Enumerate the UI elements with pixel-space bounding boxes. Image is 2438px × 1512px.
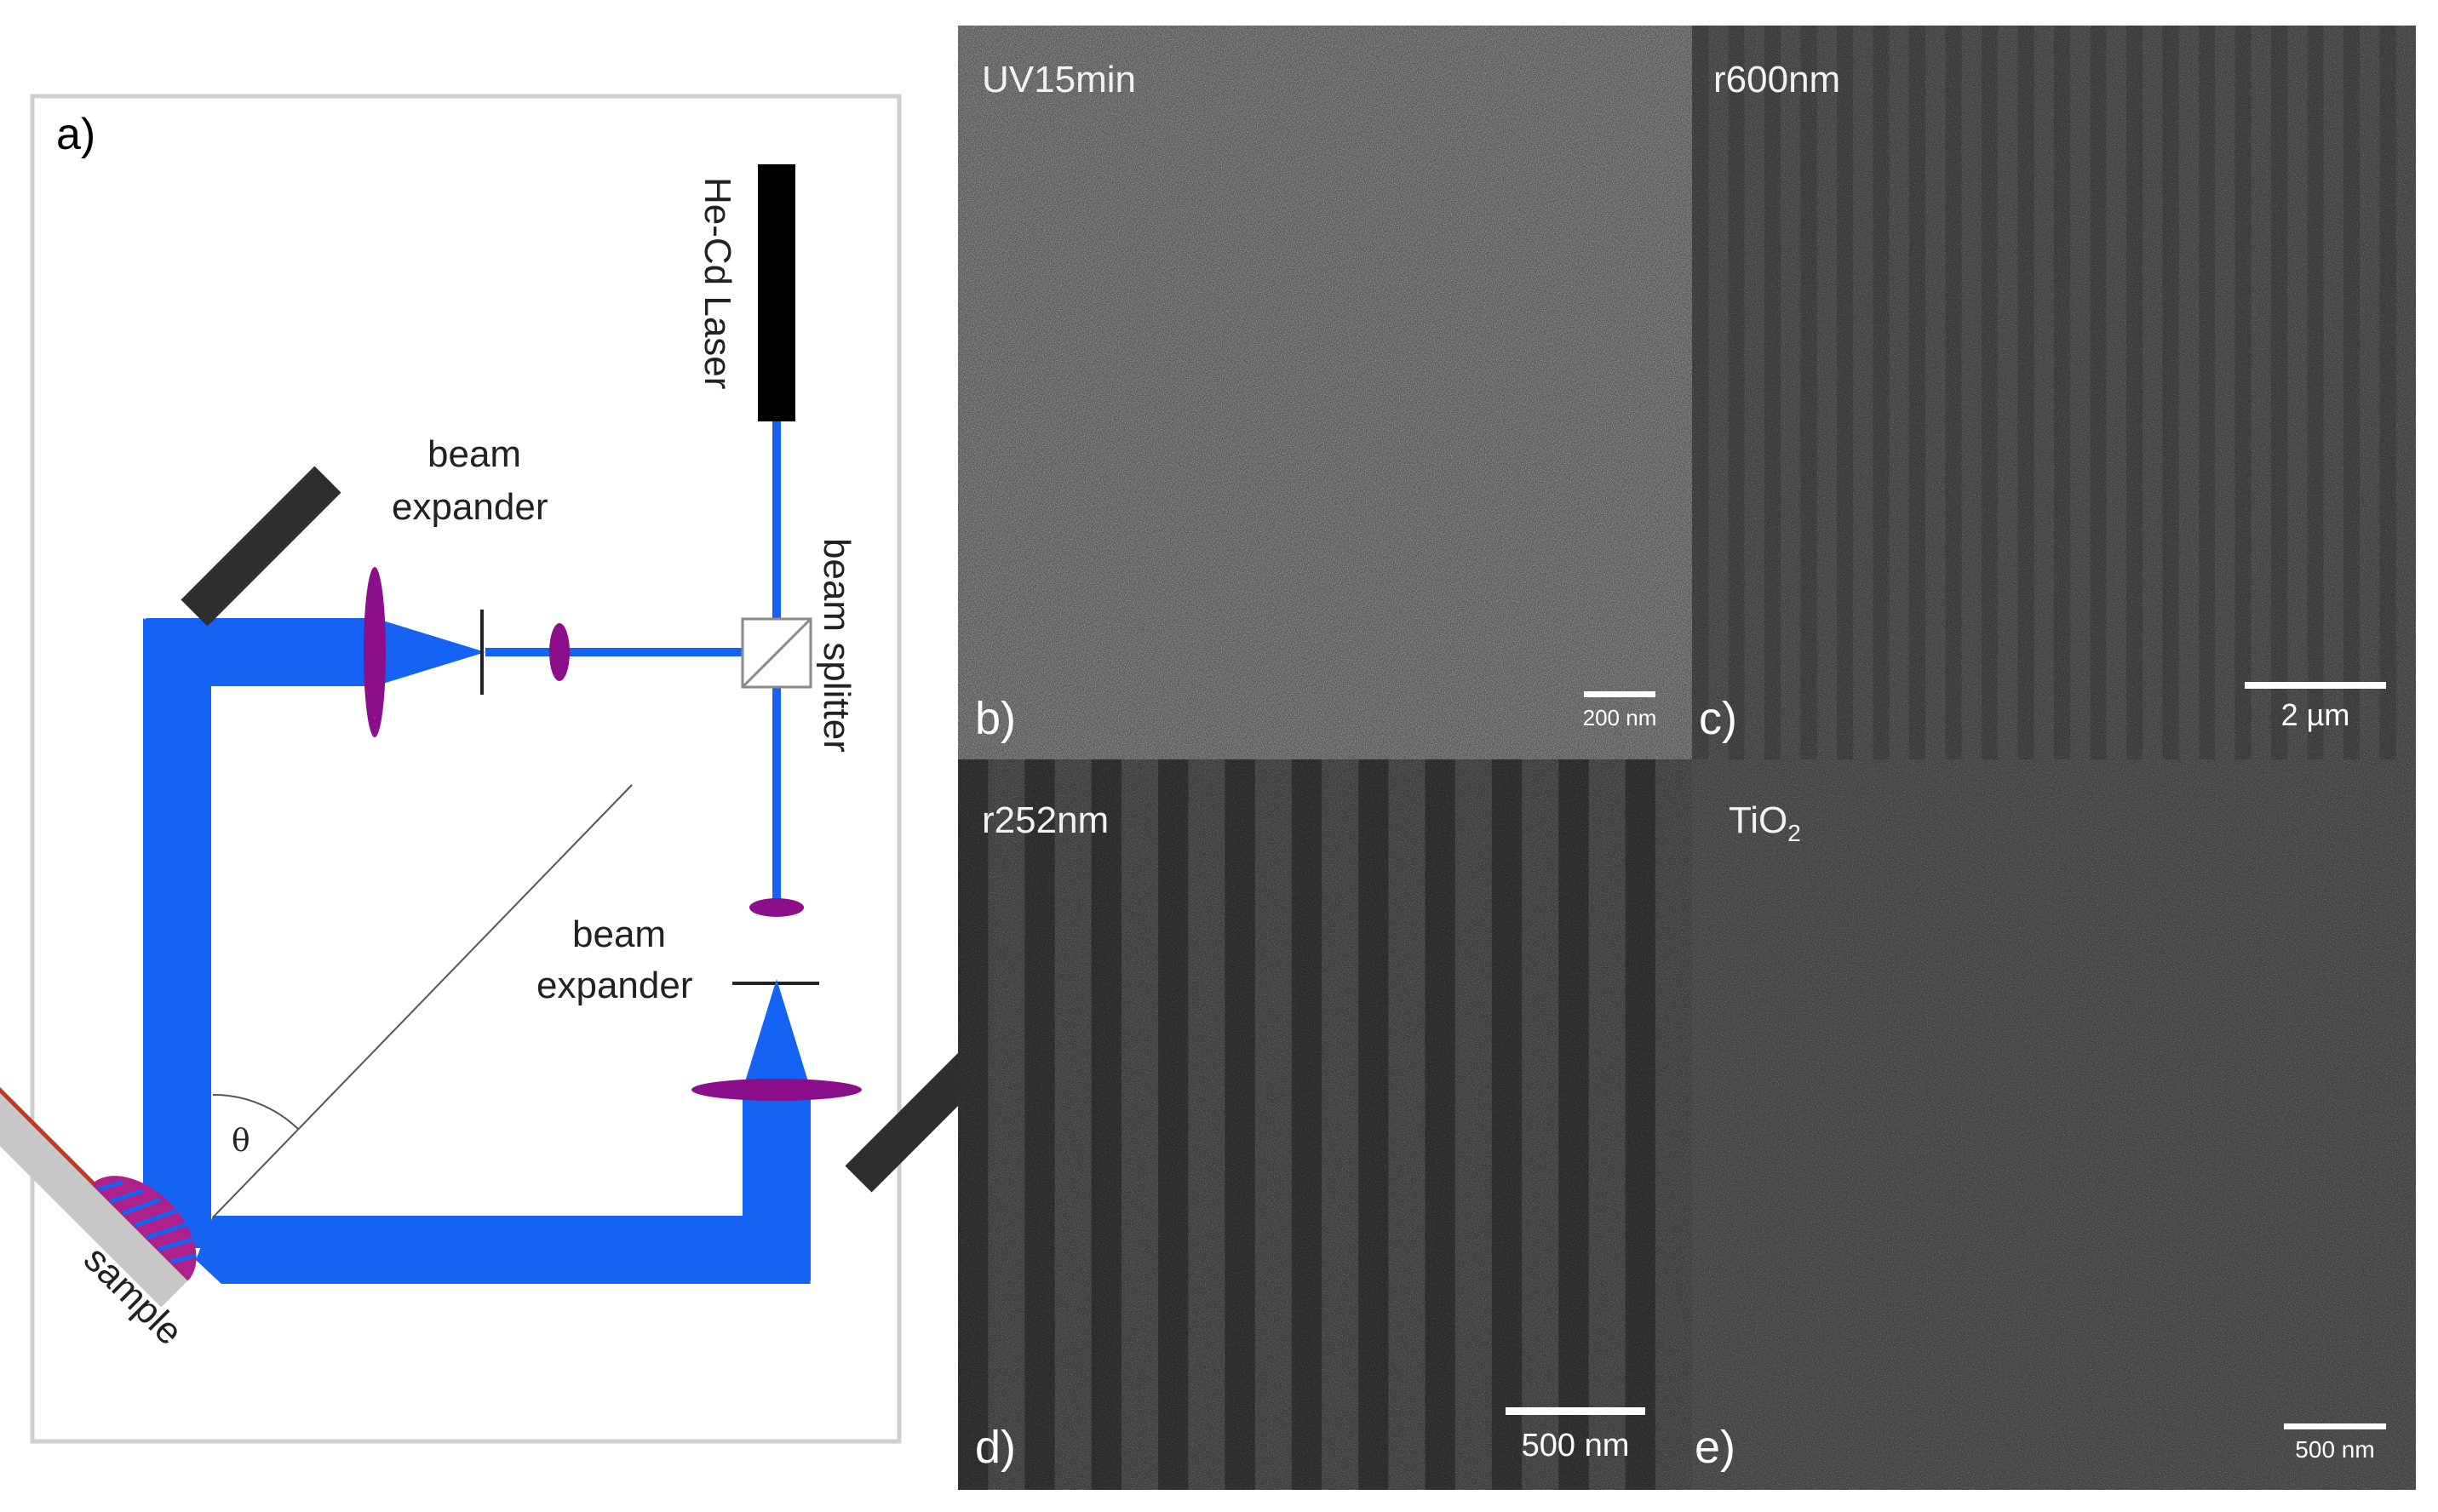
sem-panel-label-c: c) <box>1699 693 1737 744</box>
sample <box>0 1085 197 1308</box>
angle-arc <box>212 1093 299 1130</box>
panel-a-label: a) <box>56 110 95 159</box>
sem-panel-c: r600nm c) 2 µm <box>1692 26 2416 759</box>
grating-stripe <box>1024 759 1055 1490</box>
sem-stripes-c <box>1692 26 2396 759</box>
lens-small-top <box>549 623 570 681</box>
grating-stripe <box>1837 26 1854 759</box>
scale-bar-e <box>2284 1423 2386 1429</box>
grating-stripe <box>2307 26 2324 759</box>
panel-a-schematic: a) He-Cd Laser beam splitter beam expand… <box>0 94 1013 1444</box>
beam-expander-right-label-1: beam <box>572 914 666 955</box>
beam-expander-top-label-2: expander <box>392 486 548 528</box>
grating-stripe <box>2271 26 2288 759</box>
sem-title-d: r252nm <box>982 799 1109 841</box>
grating-stripe <box>1625 759 1655 1490</box>
grating-stripe <box>958 759 989 1490</box>
grating-stripe <box>1291 759 1322 1490</box>
grating-stripe <box>1358 759 1389 1490</box>
sem-stripes-d <box>958 759 1655 1490</box>
grating-stripe <box>2017 26 2034 759</box>
sem-panel-label-b: b) <box>975 693 1016 744</box>
beam-expander-top-label-1: beam <box>427 433 521 475</box>
scale-bar-c <box>2245 682 2386 689</box>
grating-stripe <box>1800 26 1817 759</box>
sem-panel-e: TiO2 e) 500 nm <box>1692 759 2416 1490</box>
grating-stripe <box>1728 26 1745 759</box>
sem-grid: UV15min b) 200 nm r600nm c) 2 µm r252nm … <box>958 26 2416 1490</box>
grating-stripe <box>2343 26 2361 759</box>
grating-stripe <box>2379 26 2396 759</box>
grating-stripe <box>1225 759 1255 1490</box>
angle-label: θ <box>232 1124 250 1159</box>
beam-splitter <box>741 617 812 689</box>
grating-stripe <box>1091 759 1121 1490</box>
expanding-beam-top <box>375 618 485 686</box>
beam-splitter-label: beam splitter <box>816 538 858 753</box>
scale-label-d: 500 nm <box>1522 1428 1630 1463</box>
sem-panel-label-d: d) <box>975 1422 1016 1473</box>
grating-stripe <box>1982 26 1999 759</box>
scale-bar-d <box>1506 1407 1645 1415</box>
sem-panel-label-e: e) <box>1695 1422 1735 1473</box>
scale-label-b: 200 nm <box>1583 705 1657 730</box>
grating-stripe <box>2234 26 2252 759</box>
grating-stripe <box>1558 759 1589 1490</box>
sem-noise-c <box>1692 26 2416 759</box>
grating-stripe <box>2054 26 2071 759</box>
sem-panel-d: r252nm d) 500 nm <box>958 759 1692 1490</box>
laser-body <box>758 164 795 421</box>
mirror-left <box>181 466 341 627</box>
grating-stripe <box>1873 26 1890 759</box>
sem-noise-e <box>1692 759 2416 1490</box>
wide-beam-bottom <box>196 1216 811 1284</box>
grating-stripe <box>1491 759 1523 1490</box>
grating-stripe <box>2199 26 2216 759</box>
grating-stripe <box>1158 759 1189 1490</box>
wide-beam-left <box>143 618 211 1248</box>
grating-stripe <box>2126 26 2143 759</box>
laser-label: He-Cd Laser <box>697 177 738 389</box>
grating-stripe <box>2162 26 2179 759</box>
sem-title-e: TiO2 <box>1729 799 1801 846</box>
sem-title-c: r600nm <box>1713 59 1840 100</box>
grating-stripe <box>1764 26 1781 759</box>
grating-stripe <box>1945 26 1962 759</box>
grating-stripe <box>1909 26 1926 759</box>
grating-stripe <box>1692 26 1709 759</box>
expanding-beam-right <box>743 979 811 1090</box>
lens-small-right <box>749 898 804 917</box>
sem-panel-b: UV15min b) 200 nm <box>958 26 1692 759</box>
sem-noise-b <box>958 26 1692 759</box>
scale-bar-b <box>1584 691 1655 697</box>
angle-line <box>212 784 633 1218</box>
grating-stripe <box>2090 26 2107 759</box>
lens-large-right <box>691 1079 862 1101</box>
grating-stripe <box>1425 759 1455 1490</box>
sem-title-b: UV15min <box>982 59 1136 100</box>
beam-expander-right-label-2: expander <box>536 965 692 1006</box>
lens-large-top <box>364 567 386 737</box>
scale-label-c: 2 µm <box>2281 697 2350 732</box>
scale-label-e: 500 nm <box>2295 1436 2374 1463</box>
sem-noise-d <box>958 759 1692 1490</box>
